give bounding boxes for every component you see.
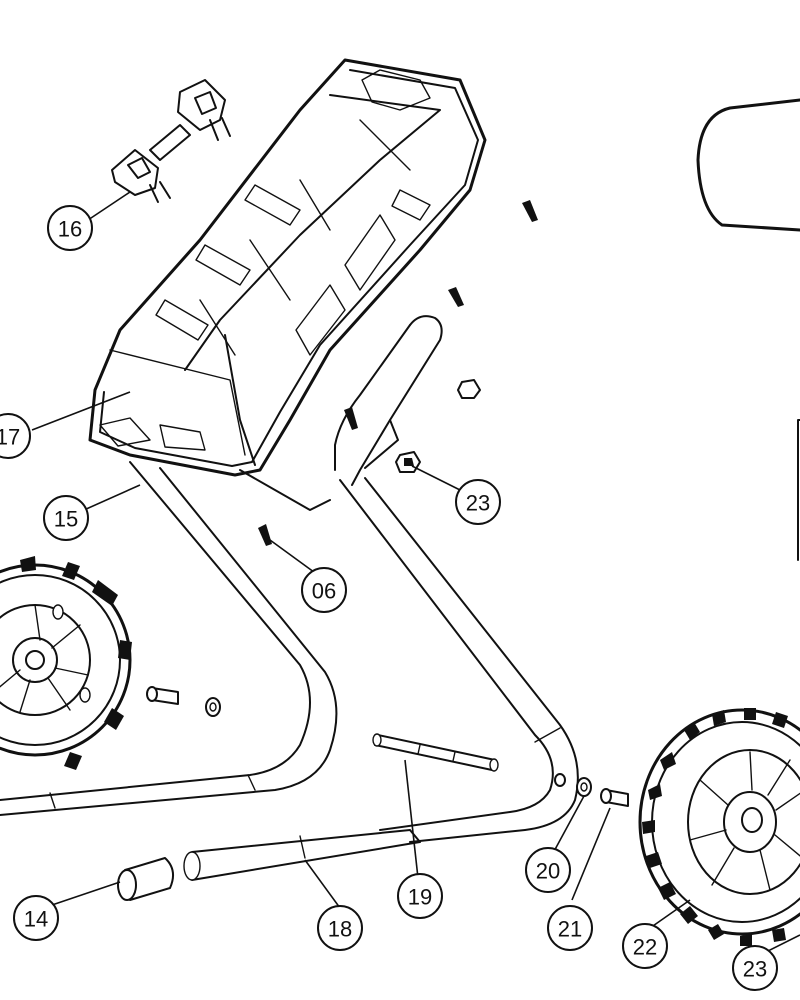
screw-top-right-1 <box>522 200 538 222</box>
battery-box-part-17 <box>88 58 487 511</box>
callout-14: 14 <box>13 895 59 941</box>
hub-nut-small <box>554 773 566 787</box>
callout-06: 06 <box>301 567 347 613</box>
callout-17: 17 <box>0 413 31 459</box>
screw-top-right-2 <box>448 287 464 307</box>
callout-14-text: 14 <box>24 907 48 932</box>
bracket-part-16 <box>111 79 231 203</box>
callout-19-text: 19 <box>408 885 432 910</box>
screw-mid <box>344 407 358 430</box>
left-spacer <box>146 686 179 705</box>
callout-21: 21 <box>547 905 593 951</box>
callout-23-lower-text: 23 <box>743 957 767 982</box>
left-wheel <box>0 556 132 770</box>
callout-06-text: 06 <box>312 579 336 604</box>
callout-23-upper: 23 <box>455 479 501 525</box>
seat-part <box>696 98 800 232</box>
callout-18-text: 18 <box>328 917 352 942</box>
nut-upper <box>457 379 481 399</box>
callout-18: 18 <box>317 905 363 951</box>
washer-part-20 <box>576 777 592 797</box>
leader-lines <box>31 191 800 956</box>
callout-15-text: 15 <box>54 507 78 532</box>
callout-21-text: 21 <box>558 917 582 942</box>
callout-23-lower: 23 <box>732 945 778 991</box>
axle-pin-part-19 <box>372 733 499 772</box>
edge-fragment <box>797 419 800 561</box>
callout-23-upper-text: 23 <box>466 491 490 516</box>
left-washer <box>205 697 221 717</box>
front-tube <box>334 315 443 486</box>
callout-16-text: 16 <box>58 217 82 242</box>
end-cap-part-14 <box>117 857 175 901</box>
frame-part-15 <box>0 461 579 843</box>
callout-17-text: 17 <box>0 425 20 450</box>
right-wheel-part-22 <box>638 708 800 946</box>
spacer-part-21 <box>600 788 629 807</box>
callout-22: 22 <box>622 923 668 969</box>
callout-16: 16 <box>47 205 93 251</box>
axle-tube-part-18 <box>183 829 421 881</box>
callout-20: 20 <box>525 847 571 893</box>
screw-part-06 <box>258 524 272 546</box>
callout-19: 19 <box>397 873 443 919</box>
callout-20-text: 20 <box>536 859 560 884</box>
nut-part-23 <box>395 451 421 473</box>
callout-22-text: 22 <box>633 935 657 960</box>
tire-tread <box>642 708 788 946</box>
callout-15: 15 <box>43 495 89 541</box>
